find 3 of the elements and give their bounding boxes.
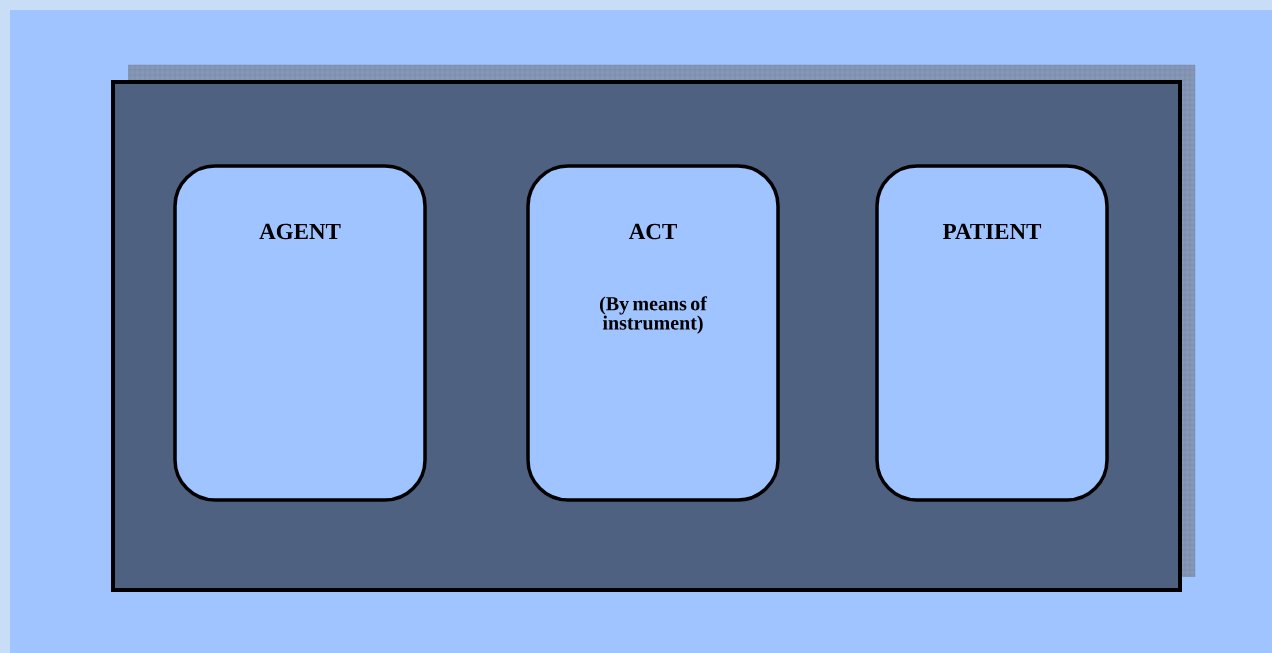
rounded-box: ACT (By means of instrument)	[526, 164, 780, 502]
rounded-box: PATIENT	[875, 164, 1109, 502]
rounded-box: AGENT	[173, 164, 427, 502]
